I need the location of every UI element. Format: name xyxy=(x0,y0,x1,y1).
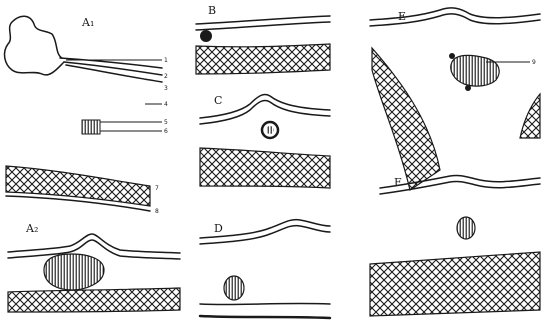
panel-d: D xyxy=(200,220,330,318)
membrane-bottom xyxy=(380,181,540,194)
panel-c-label: C xyxy=(214,94,222,107)
granule xyxy=(457,217,475,239)
panel-c: C xyxy=(200,94,330,188)
callout-8: 8 xyxy=(155,208,159,215)
substrate-mesh xyxy=(6,166,150,206)
panel-a2: A₂ xyxy=(8,222,180,312)
lower-membrane-bottom xyxy=(200,316,330,318)
membrane-top xyxy=(8,234,180,253)
substrate-mesh-a2 xyxy=(8,288,180,312)
panel-a1-label: A₁ xyxy=(81,16,94,29)
granule xyxy=(200,30,212,42)
panel-f-label: F xyxy=(394,176,402,189)
callout-6: 6 xyxy=(164,128,168,135)
panel-a1: A₁ 1 2 3 4 5 6 7 8 xyxy=(5,16,168,215)
substrate-mesh-b xyxy=(196,44,330,74)
substrate-mesh-f xyxy=(370,252,540,316)
callout-1: 1 xyxy=(164,57,168,64)
membrane-bottom xyxy=(370,14,540,26)
hatched-mound xyxy=(44,254,104,290)
substrate-mesh-c xyxy=(200,148,330,188)
body-knob-bottom xyxy=(465,85,471,91)
lower-membrane-top xyxy=(200,303,330,304)
curved-mesh-band xyxy=(372,48,440,190)
body-knob-left xyxy=(449,53,455,59)
mesh-fragment xyxy=(520,94,540,138)
panel-e: E 9 xyxy=(370,8,540,190)
hatched-body xyxy=(451,55,499,86)
granule-core xyxy=(266,126,274,134)
panel-f: F xyxy=(370,175,540,316)
cell-outline xyxy=(5,16,64,75)
callout-2: 2 xyxy=(164,73,168,80)
panel-d-label: D xyxy=(214,222,223,235)
callout-3: 3 xyxy=(164,85,168,92)
callout-4: 4 xyxy=(164,101,168,108)
panel-b: B xyxy=(196,4,330,74)
granule xyxy=(224,276,244,300)
callout-9: 9 xyxy=(532,59,536,66)
panel-a2-label: A₂ xyxy=(25,222,38,235)
panel-b-label: B xyxy=(208,4,216,17)
granule xyxy=(82,120,100,134)
callout-5: 5 xyxy=(164,119,168,126)
callout-7: 7 xyxy=(155,185,159,192)
